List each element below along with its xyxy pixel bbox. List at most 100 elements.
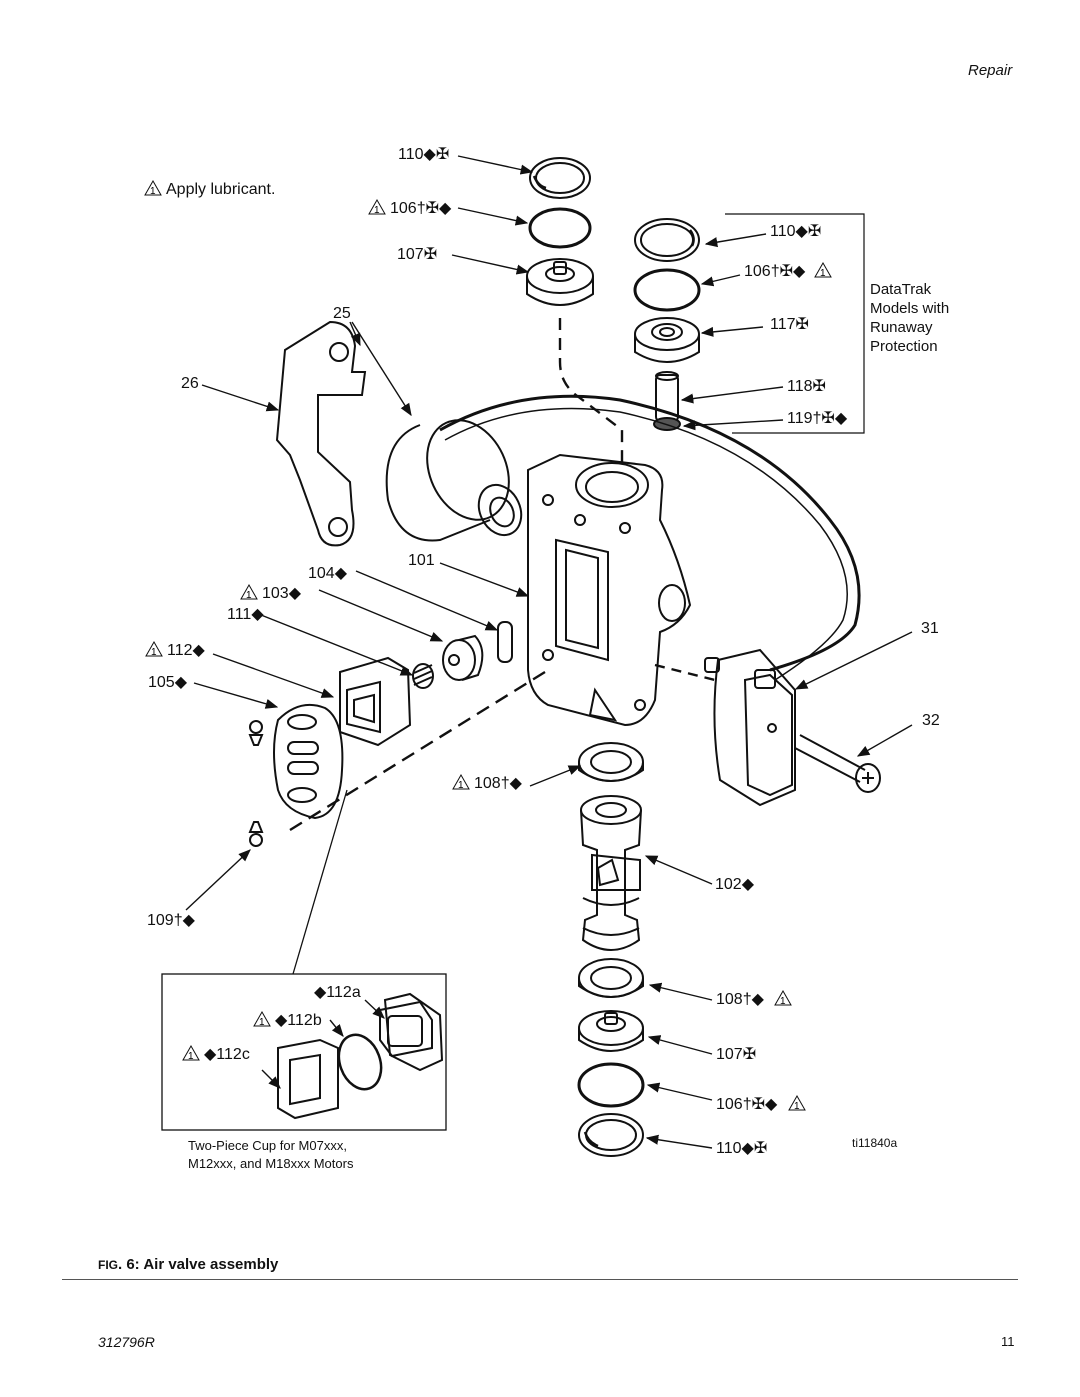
- lubricant-symbol-icon: 1: [452, 774, 470, 790]
- svg-text:1: 1: [188, 1051, 194, 1061]
- callout-106-low-text: 106†✠◆: [716, 1096, 778, 1113]
- callout-106-top: 1 106†✠◆: [368, 199, 451, 218]
- screw-109-bottom: [248, 821, 264, 847]
- callout-103: 1 103◆: [240, 584, 301, 603]
- datatrak-note-line: Models with: [870, 300, 950, 317]
- callout-25: 25: [333, 305, 351, 322]
- plate-105: [273, 704, 344, 820]
- valve-117: [634, 317, 700, 363]
- figure-number: . 6:: [118, 1256, 140, 1273]
- lubricant-symbol-icon: 1: [145, 641, 163, 657]
- oring-106-top: [528, 207, 592, 249]
- svg-text:1: 1: [780, 996, 786, 1006]
- centerline-right: [654, 663, 716, 682]
- inset-caption: Two-Piece Cup for M07xxx, M12xxx, and M1…: [188, 1137, 353, 1173]
- cup-112a: [379, 992, 444, 1072]
- callout-110-top: 110◆✠: [398, 146, 450, 163]
- svg-text:1: 1: [794, 1101, 800, 1111]
- callout-102: 102◆: [715, 876, 754, 893]
- piston-103: [442, 634, 484, 681]
- svg-text:1: 1: [374, 205, 380, 215]
- callout-108-low-text: 108†◆: [716, 991, 764, 1008]
- svg-text:1: 1: [246, 590, 252, 600]
- inset-callout-112c: 1 ◆112c: [182, 1045, 250, 1064]
- seal-108-lower: [578, 958, 644, 998]
- inset-callout-112c-text: ◆112c: [204, 1046, 250, 1063]
- lubricant-symbol-icon: 1: [240, 584, 258, 600]
- svg-text:1: 1: [151, 647, 157, 657]
- datatrak-callout-117: 117✠: [770, 316, 809, 333]
- frame-112c: [277, 1038, 339, 1120]
- callout-101: 101: [408, 552, 435, 569]
- svg-text:1: 1: [820, 268, 826, 278]
- ring-110-bottom: [578, 1113, 644, 1157]
- callout-111: 111◆: [227, 606, 264, 623]
- seal-107-bottom: [578, 1010, 644, 1052]
- figure-caption: FIG. 6: Air valve assembly: [98, 1256, 278, 1273]
- gasket-104: [497, 621, 513, 663]
- datatrak-note: DataTrak Models with Runaway Protection: [870, 280, 949, 356]
- screw-32: [794, 734, 881, 793]
- lubricant-symbol-icon: 1: [813, 262, 832, 278]
- callout-108-low: 108†◆ 1: [716, 990, 796, 1009]
- seal-107-top: [526, 258, 594, 306]
- inset-frame: [161, 973, 447, 1131]
- oring-112b: [337, 1033, 383, 1091]
- ring-110-datatrak: [634, 218, 700, 262]
- datatrak-callout-106-text: 106†✠◆: [744, 263, 806, 280]
- callout-26: 26: [181, 375, 199, 392]
- lubricant-symbol-icon: 1: [774, 990, 793, 1006]
- bracket-26: [275, 320, 367, 547]
- module-31: [704, 648, 796, 807]
- doc-number: 312796R: [98, 1334, 155, 1350]
- inset-callout-112b-text: ◆112b: [275, 1012, 322, 1029]
- datatrak-callout-118: 118✠: [787, 378, 826, 395]
- callout-106-low: 106†✠◆ 1: [716, 1095, 810, 1114]
- seal-108-upper: [578, 742, 644, 782]
- callout-103-text: 103◆: [262, 585, 301, 602]
- datatrak-note-line: Protection: [870, 338, 938, 355]
- callout-107-top: 107✠: [397, 246, 438, 263]
- lubricant-symbol-icon: 1: [144, 180, 162, 196]
- housing-101: [527, 453, 692, 727]
- lubricant-legend: 1 Apply lubricant.: [144, 180, 275, 199]
- datatrak-callout-110: 110◆✠: [770, 223, 822, 240]
- inset-caption-line: M12xxx, and M18xxx Motors: [188, 1156, 354, 1171]
- lubricant-symbol-icon: 1: [253, 1011, 271, 1027]
- callout-104: 104◆: [308, 565, 347, 582]
- callout-108-mid-text: 108†◆: [474, 775, 522, 792]
- oring-106-datatrak: [633, 268, 701, 312]
- ring-110-top: [529, 157, 591, 199]
- datatrak-callout-119: 119†✠◆: [787, 410, 848, 427]
- svg-text:1: 1: [150, 186, 156, 196]
- callout-105: 105◆: [148, 674, 187, 691]
- svg-text:1: 1: [259, 1017, 265, 1027]
- callout-109: 109†◆: [147, 912, 195, 929]
- inset-callout-112b: 1 ◆112b: [253, 1011, 322, 1030]
- inset-leader: [292, 789, 348, 975]
- page-number: 11: [1001, 1334, 1015, 1349]
- centerline-side: [289, 670, 546, 832]
- figure-id: ti11840a: [852, 1136, 898, 1150]
- callout-32: 32: [922, 712, 940, 729]
- callout-31: 31: [921, 620, 939, 637]
- lubricant-note: Apply lubricant.: [166, 181, 276, 198]
- section-header: Repair: [968, 62, 1013, 79]
- spool-102: [580, 795, 642, 951]
- screw-109-top: [248, 720, 264, 746]
- centerline-top: [558, 318, 624, 462]
- callout-106-top-text: 106†✠◆: [390, 200, 452, 217]
- callout-107-low: 107✠: [716, 1046, 757, 1063]
- cup-112: [339, 656, 412, 747]
- datatrak-note-line: DataTrak: [870, 281, 932, 298]
- callout-110-low: 110◆✠: [716, 1140, 768, 1157]
- inset-callout-112a: ◆112a: [314, 984, 361, 1001]
- lubricant-symbol-icon: 1: [368, 199, 386, 215]
- oring-106-bottom: [577, 1062, 645, 1108]
- caption-rule: [62, 1279, 1018, 1280]
- figure-prefix: FIG: [98, 1258, 118, 1272]
- datatrak-note-line: Runaway: [870, 319, 933, 336]
